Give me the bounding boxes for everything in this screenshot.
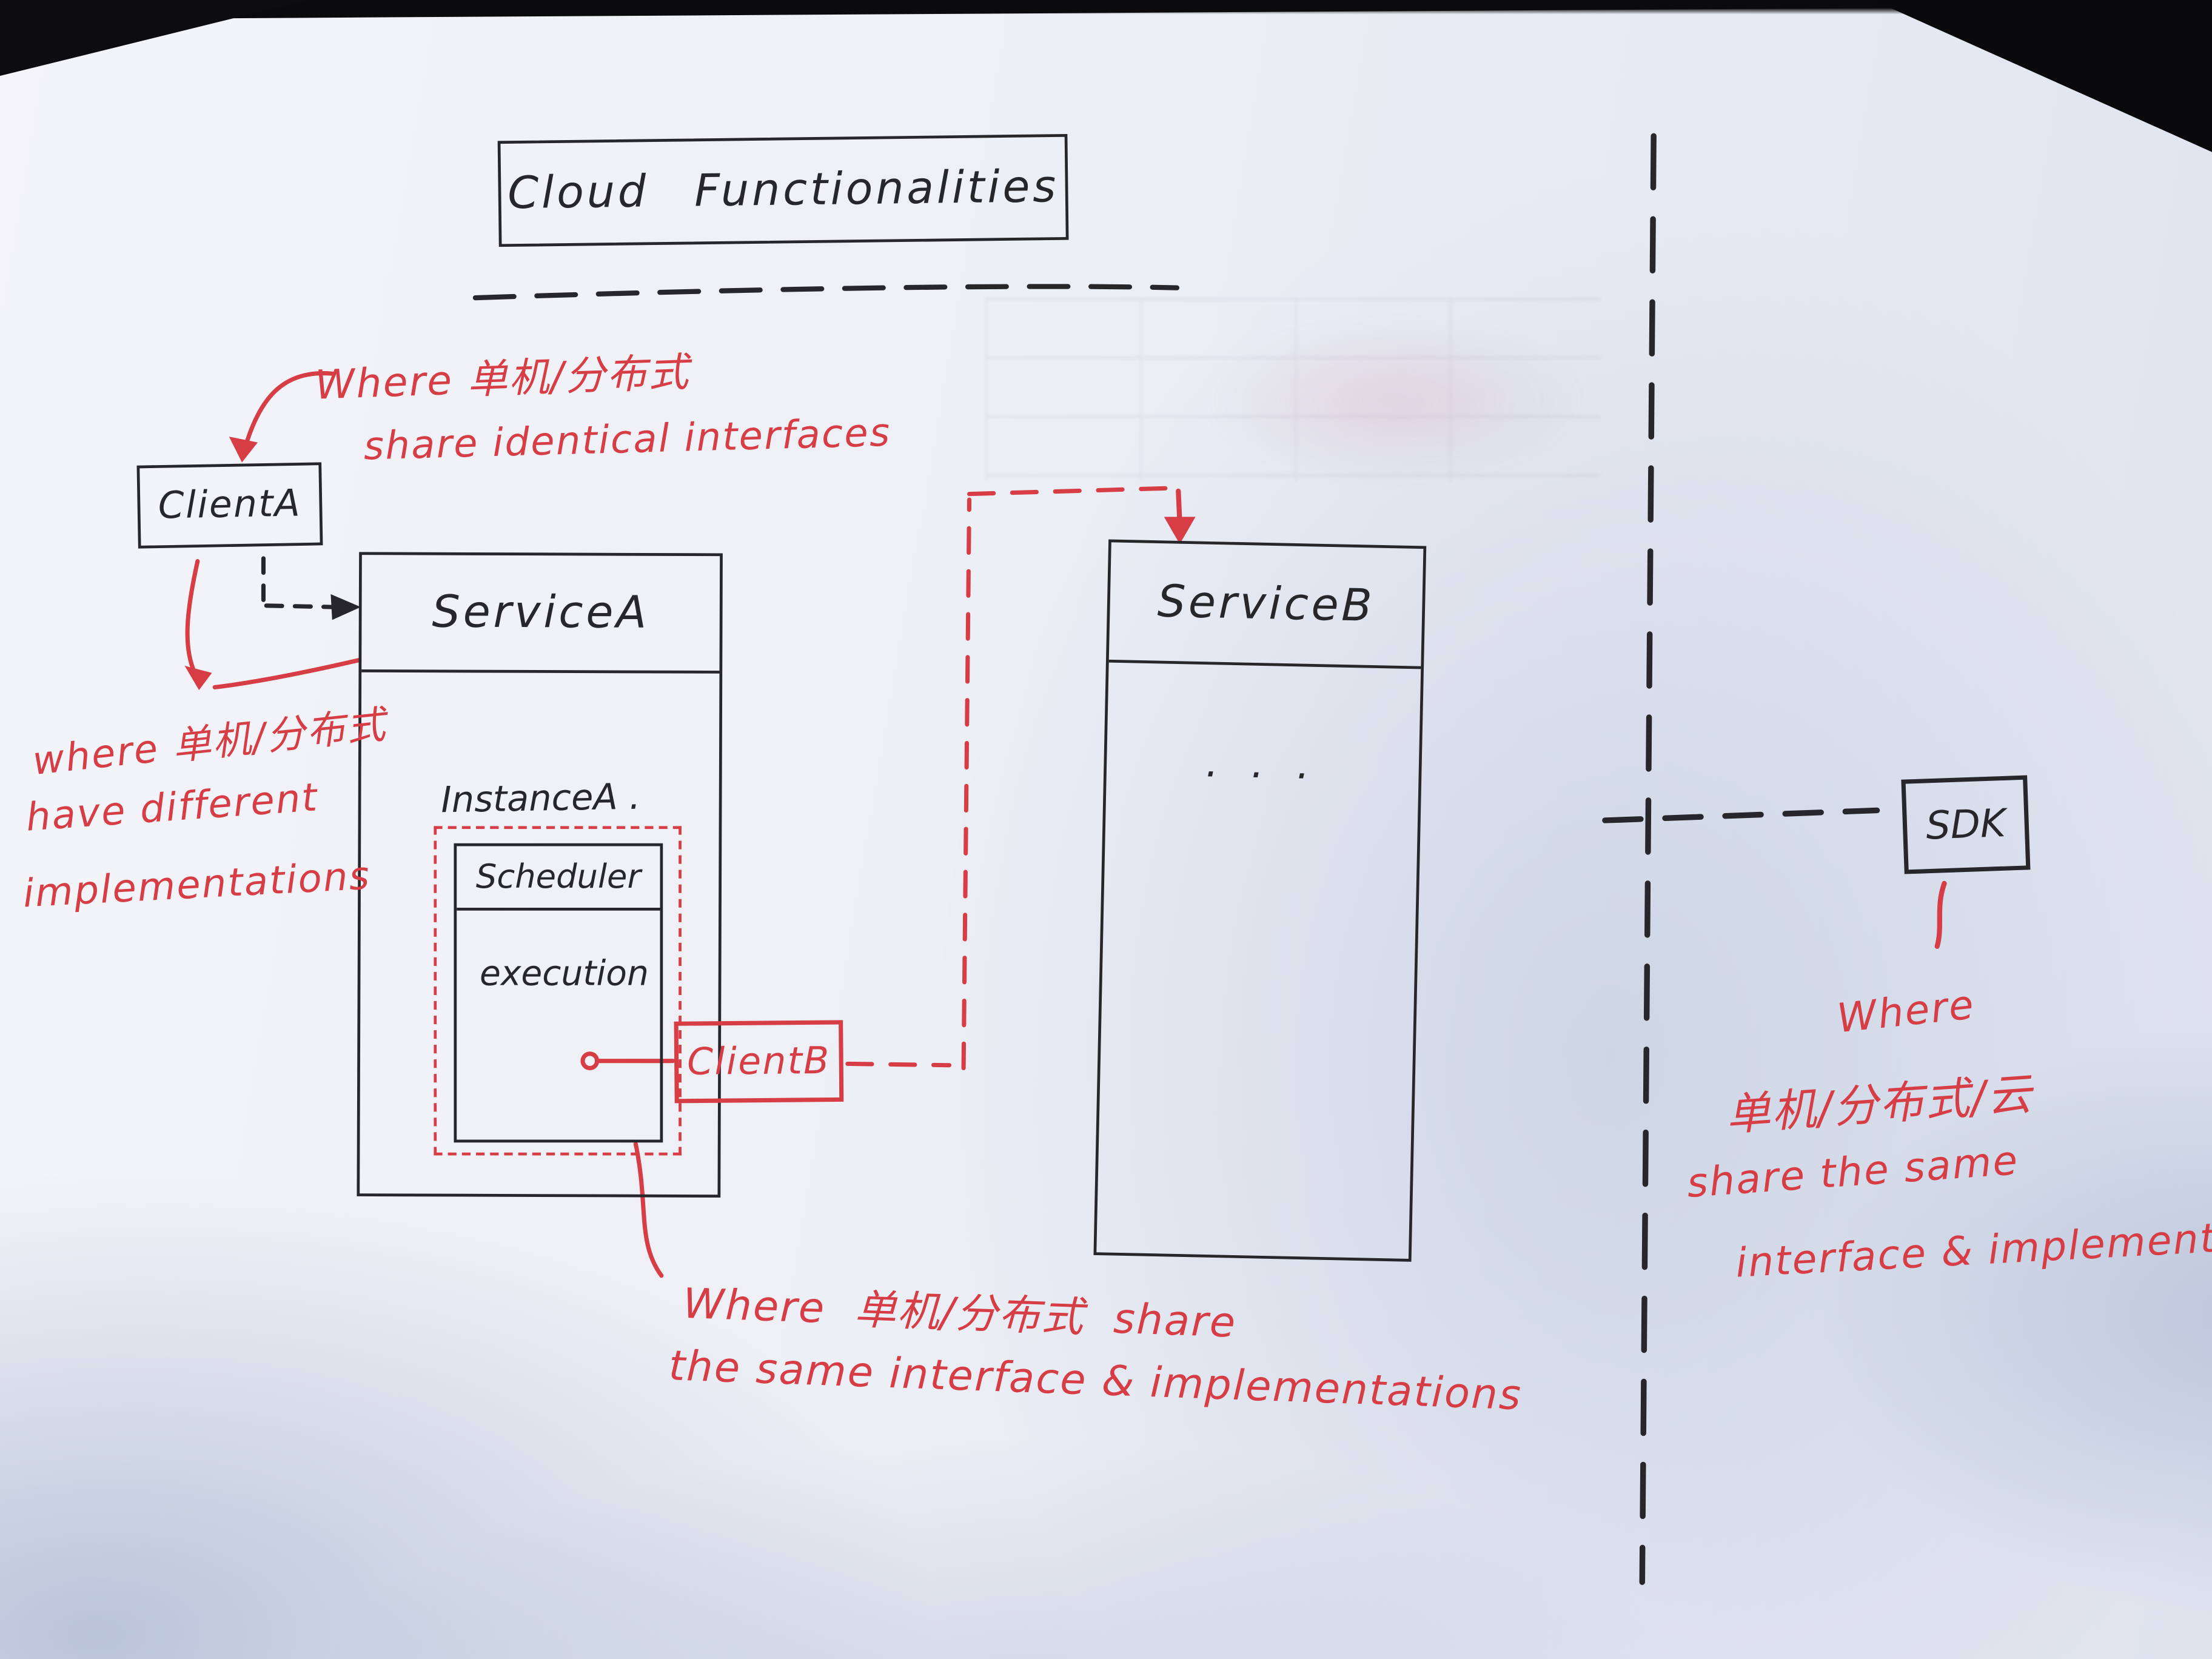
- client-a-label: ClientA: [158, 483, 302, 528]
- instance-a-dashed-boundary: [434, 826, 682, 1156]
- execution-label: execution: [480, 953, 649, 994]
- client-b-label: ClientB: [686, 1039, 831, 1084]
- scheduler-label: Scheduler: [475, 858, 641, 896]
- table-edge-top: [0, 0, 2212, 15]
- service-b-header: ServiceB: [1108, 542, 1424, 669]
- scheduler-header: Scheduler: [457, 846, 660, 911]
- title-box: Cloud Functionalities: [497, 133, 1069, 247]
- service-a-header: ServiceA: [361, 555, 720, 674]
- client-a-box: ClientA: [136, 462, 323, 549]
- service-b-box: ServiceB . . .: [1093, 539, 1427, 1262]
- service-b-ellipsis: . . .: [1205, 739, 1321, 789]
- service-a-label: ServiceA: [432, 586, 650, 639]
- instance-a-label: InstanceA .: [440, 776, 641, 821]
- client-b-box: ClientB: [674, 1020, 844, 1104]
- bleed-through-grid: [985, 298, 1601, 481]
- service-b-label: ServiceB: [1156, 576, 1376, 632]
- sdk-label: SDK: [1925, 801, 2006, 848]
- scheduler-box: Scheduler execution: [454, 843, 663, 1143]
- sdk-box: SDK: [1901, 775, 2031, 874]
- bleed-through-ink: [1199, 318, 1587, 483]
- title-label: Cloud Functionalities: [507, 161, 1059, 220]
